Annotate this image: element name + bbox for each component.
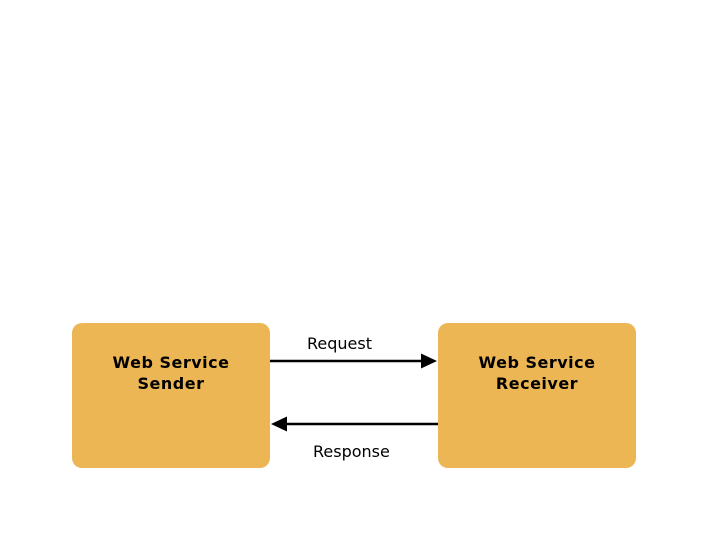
request-arrow	[270, 353, 437, 369]
response-label: Response	[313, 442, 390, 461]
node-label-line2: Sender	[137, 374, 205, 393]
node-web-service-sender: Web Service Sender	[72, 323, 270, 468]
request-arrowhead-icon	[421, 353, 437, 369]
node-label-line1: Web Service	[112, 353, 230, 372]
node-label-line1: Web Service	[478, 353, 596, 372]
request-label: Request	[307, 334, 372, 353]
response-arrowhead-icon	[271, 416, 287, 432]
response-arrow	[271, 416, 438, 432]
node-label: Web Service Receiver	[438, 352, 636, 394]
node-label: Web Service Sender	[72, 352, 270, 394]
node-label-line2: Receiver	[495, 374, 579, 393]
node-web-service-receiver: Web Service Receiver	[438, 323, 636, 468]
